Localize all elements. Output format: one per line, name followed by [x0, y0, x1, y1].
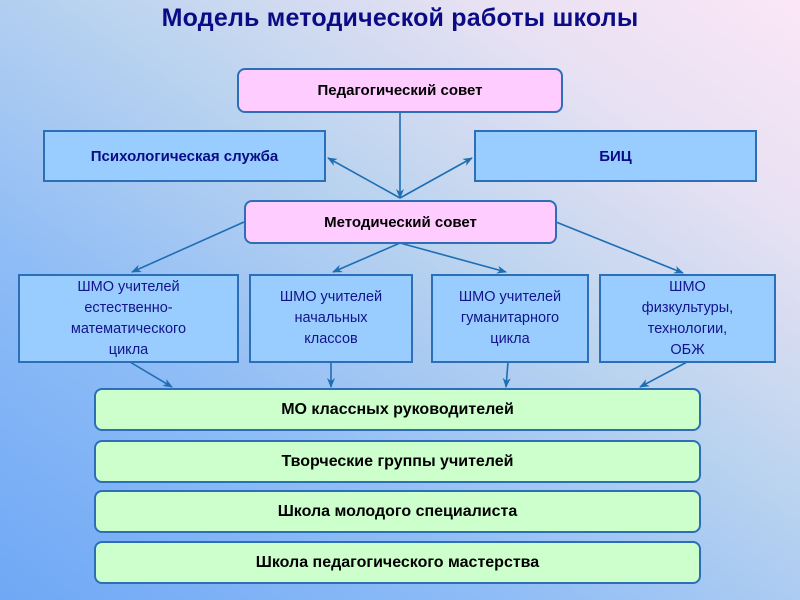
node-label-line: ШМО [669, 278, 706, 295]
node-label-line: естественно- [84, 299, 173, 316]
arrow-method-to-shmo-2 [332, 242, 401, 273]
node-shmo-primary: ШМО учителей начальных классов [249, 274, 413, 363]
node-class-teachers-mo: МО классных руководителей [94, 388, 701, 431]
node-label: ШМО физкультуры, технологии, ОБЖ [642, 277, 733, 361]
node-label-line: начальных [294, 310, 368, 326]
node-label-line: ОБЖ [670, 341, 705, 358]
node-methodical-council: Методический совет [244, 200, 557, 244]
node-label-line: цикла [108, 341, 149, 358]
arrow-method-to-psych [327, 157, 401, 199]
arrow-shmo-4-to-groups [639, 361, 688, 388]
node-label: Творческие группы учителей [281, 452, 514, 470]
node-label-line: ШМО учителей [77, 278, 180, 295]
node-pedagogical-mastery-school: Школа педагогического мастерства [94, 541, 701, 584]
node-label: Школа педагогического мастерства [255, 553, 540, 571]
node-label-line: цикла [490, 331, 530, 347]
node-label-line: ШМО учителей [458, 289, 562, 305]
node-psychological-service: Психологическая служба [43, 130, 326, 182]
arrow-method-to-bic [399, 157, 473, 199]
arrow-shmo-3-to-groups [502, 361, 511, 388]
node-label-line: классов [304, 331, 358, 347]
node-label: Школа молодого специалиста [277, 502, 518, 520]
node-label-line: гуманитарного [460, 310, 560, 326]
node-label: Методический совет [324, 213, 477, 231]
arrow-method-to-shmo-4 [555, 221, 684, 274]
node-shmo-natural-math: ШМО учителей естественно- математическог… [18, 274, 239, 363]
node-shmo-pe-tech-obzh: ШМО физкультуры, технологии, ОБЖ [599, 274, 776, 363]
arrow-method-to-shmo-1 [131, 221, 245, 273]
node-shmo-humanities: ШМО учителей гуманитарного цикла [431, 274, 589, 363]
node-label-line: технологии, [647, 320, 728, 337]
page-title: Модель методической работы школы [161, 4, 639, 32]
node-label: Психологическая служба [90, 147, 279, 165]
node-label-line: ШМО учителей [279, 289, 383, 305]
node-label: МО классных руководителей [281, 400, 514, 418]
node-label: БИЦ [599, 147, 632, 165]
node-label: ШМО учителей естественно- математическог… [71, 277, 186, 361]
node-label: Педагогический совет [317, 82, 483, 99]
arrow-method-to-shmo-3 [399, 242, 507, 274]
node-label: ШМО учителей начальных классов [280, 287, 382, 350]
node-label-line: физкультуры, [641, 299, 734, 316]
node-label: ШМО учителей гуманитарного цикла [459, 287, 561, 350]
node-bic: БИЦ [474, 130, 757, 182]
node-creative-groups: Творческие группы учителей [94, 440, 701, 483]
node-young-specialist-school: Школа молодого специалиста [94, 490, 701, 533]
node-label-line: математического [70, 320, 187, 337]
arrow-shmo-1-to-groups [129, 361, 173, 388]
node-pedagogical-council: Педагогический совет [237, 68, 563, 113]
